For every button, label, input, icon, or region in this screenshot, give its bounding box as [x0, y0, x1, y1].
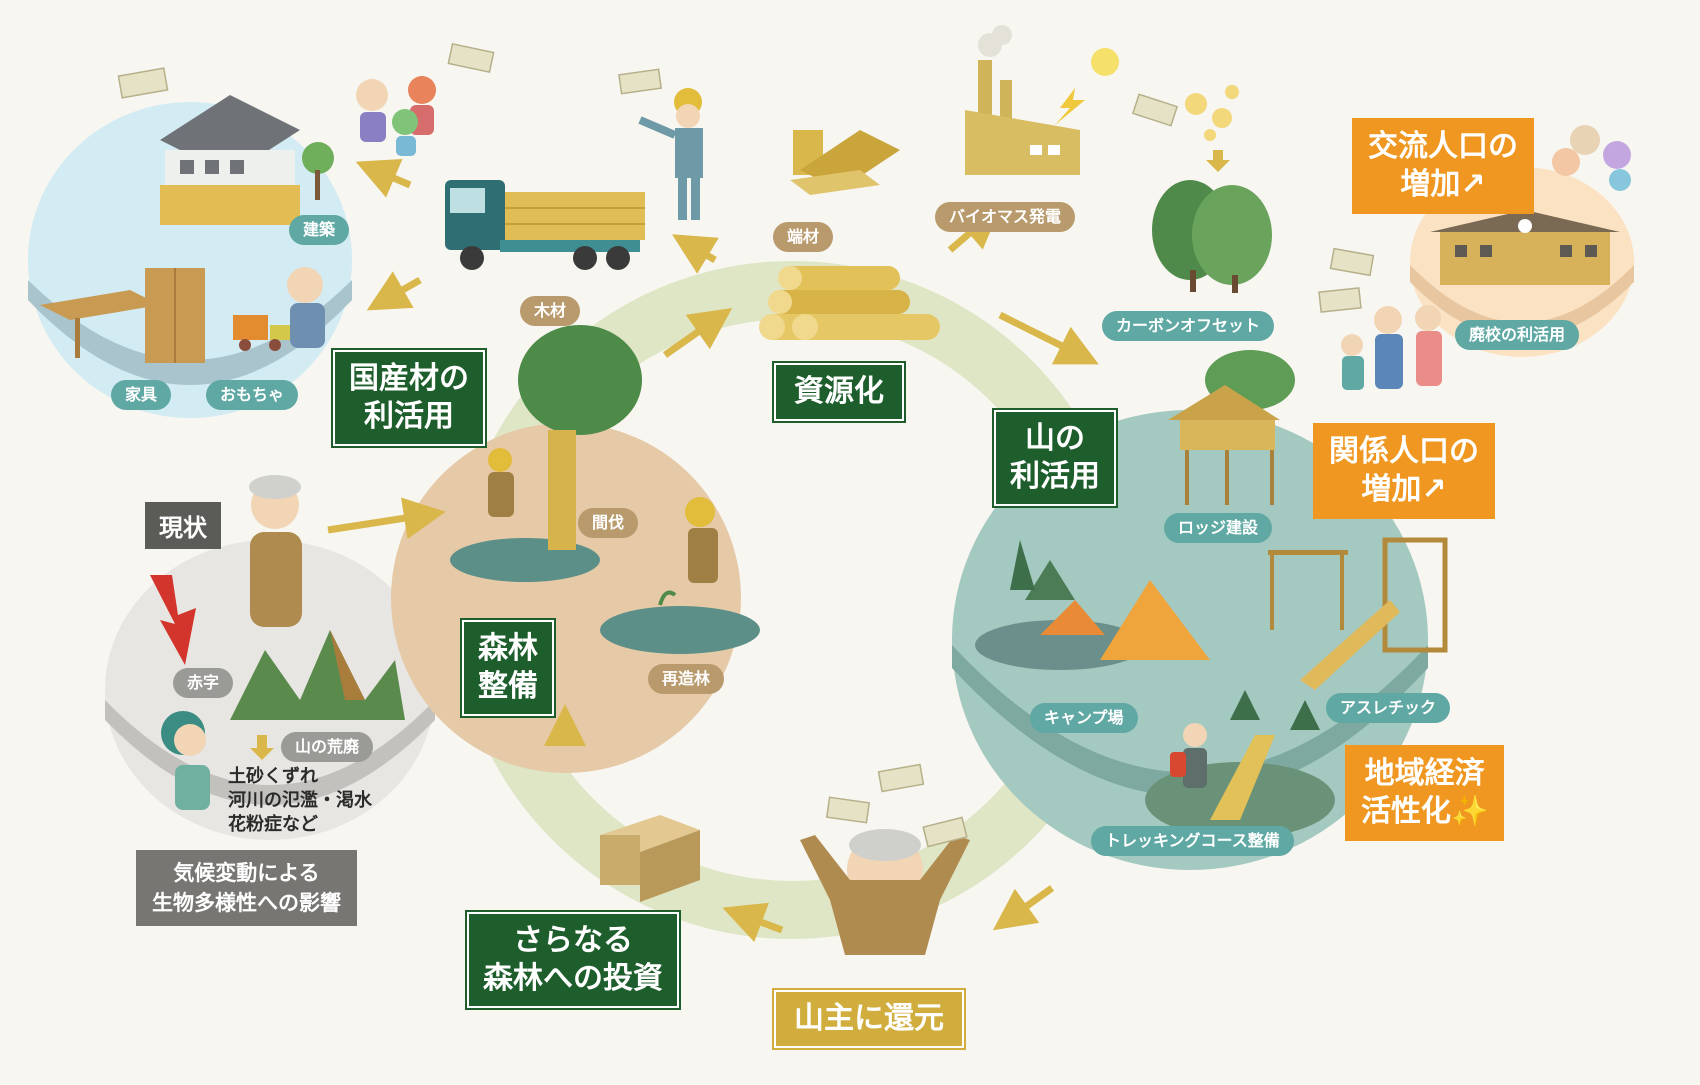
deficit-arrow-icon: [150, 575, 196, 665]
arrow-to-maintenance: [327, 497, 446, 539]
money-stack-icon: [600, 815, 700, 902]
tag-thinning: 間伐: [578, 508, 639, 538]
related-population-label: 関係人口の増加↗: [1313, 423, 1495, 519]
tag-reforestation: 再造林: [648, 664, 725, 694]
table-icon: [40, 290, 160, 320]
arrow-to-furniture: [366, 271, 422, 311]
effects-list: 土砂くずれ 河川の氾濫・渇水 花粉症など: [228, 766, 372, 835]
thinning-worker-figure: [488, 472, 514, 517]
tag-timber: 木材: [520, 296, 581, 326]
tent-icon: [1100, 580, 1210, 660]
arrow-to-timber: [671, 234, 719, 274]
lodge-icon: [1168, 385, 1280, 420]
impact-label: 気候変動による生物多様性への影響: [136, 850, 357, 926]
banknotes: [117, 42, 1375, 848]
school-building-icon: [1440, 230, 1610, 285]
tag-furniture: 家具: [111, 380, 172, 410]
domestic-wood-scene: [28, 95, 352, 418]
seedling-icon: [658, 590, 677, 606]
arrow-to-resource: [662, 307, 733, 358]
tag-lodge: ロッジ建設: [1164, 513, 1273, 543]
further-investment-label: さらなる森林への投資: [467, 912, 679, 1008]
happy-owner-figure: [800, 829, 970, 955]
log-pile: [759, 266, 940, 340]
cut-tree-icon: [548, 430, 576, 550]
arrow-to-investment: [722, 902, 784, 943]
tag-offcuts: 端材: [773, 222, 834, 252]
arrow-to-mountain-use: [998, 311, 1099, 365]
mountain-use-label: 山の利活用: [994, 410, 1116, 506]
down-arrow-icon: [250, 735, 274, 760]
visiting-family: [1341, 305, 1442, 390]
tag-mountain-decline: 山の荒廃: [281, 732, 374, 762]
tag-toys: おもちゃ: [206, 380, 299, 410]
tag-campsite: キャンプ場: [1030, 703, 1138, 733]
carbon-offset-scene: [1152, 85, 1272, 293]
supervisor-figure: [638, 88, 703, 220]
tree-canopy-icon: [518, 325, 642, 435]
regional-economy-label: 地域経済活性化✨: [1345, 745, 1505, 841]
hiker-figure: [1183, 723, 1207, 747]
elder-figure: [287, 267, 323, 303]
current-state-title: 現状: [145, 502, 221, 549]
happy-family: [356, 76, 436, 156]
timber-truck: [445, 180, 645, 270]
tag-architecture: 建築: [289, 215, 350, 245]
toy-blocks-icon: [233, 315, 268, 340]
mountain-use-scene: [952, 350, 1448, 870]
lightning-icon: [1055, 88, 1085, 125]
resource-label: 資源化: [774, 363, 904, 421]
tag-biomass: バイオマス発電: [935, 202, 1076, 232]
flow-arrows: [327, 158, 1099, 943]
pine-tree-icon: [1010, 540, 1035, 590]
tag-school-reuse: 廃校の利活用: [1455, 320, 1580, 350]
domestic-wood-label: 国産材の利活用: [333, 350, 485, 446]
planting-worker-figure: [688, 528, 718, 583]
forest-maintenance-label: 森林整備: [462, 620, 554, 716]
athletic-tower-icon: [1382, 537, 1448, 653]
lightbulb-icon: [1091, 48, 1119, 76]
tag-athletic: アスレチック: [1326, 693, 1451, 723]
return-owner-label: 山主に還元: [774, 990, 964, 1048]
trail-icon: [1210, 735, 1275, 820]
tag-carbon-offset: カーボンオフセット: [1102, 311, 1275, 341]
arrow-to-owner: [992, 885, 1055, 931]
offcuts-icon: [790, 130, 900, 195]
exchange-population-label: 交流人口の増加↗: [1352, 118, 1534, 214]
current-state-scene: [105, 475, 435, 840]
arrow-to-family: [355, 158, 412, 198]
tag-deficit: 赤字: [173, 668, 234, 698]
swing-icon: [1270, 550, 1274, 630]
tag-trekking: トレッキングコース整備: [1091, 826, 1294, 856]
biomass-plant-icon: [965, 25, 1119, 175]
